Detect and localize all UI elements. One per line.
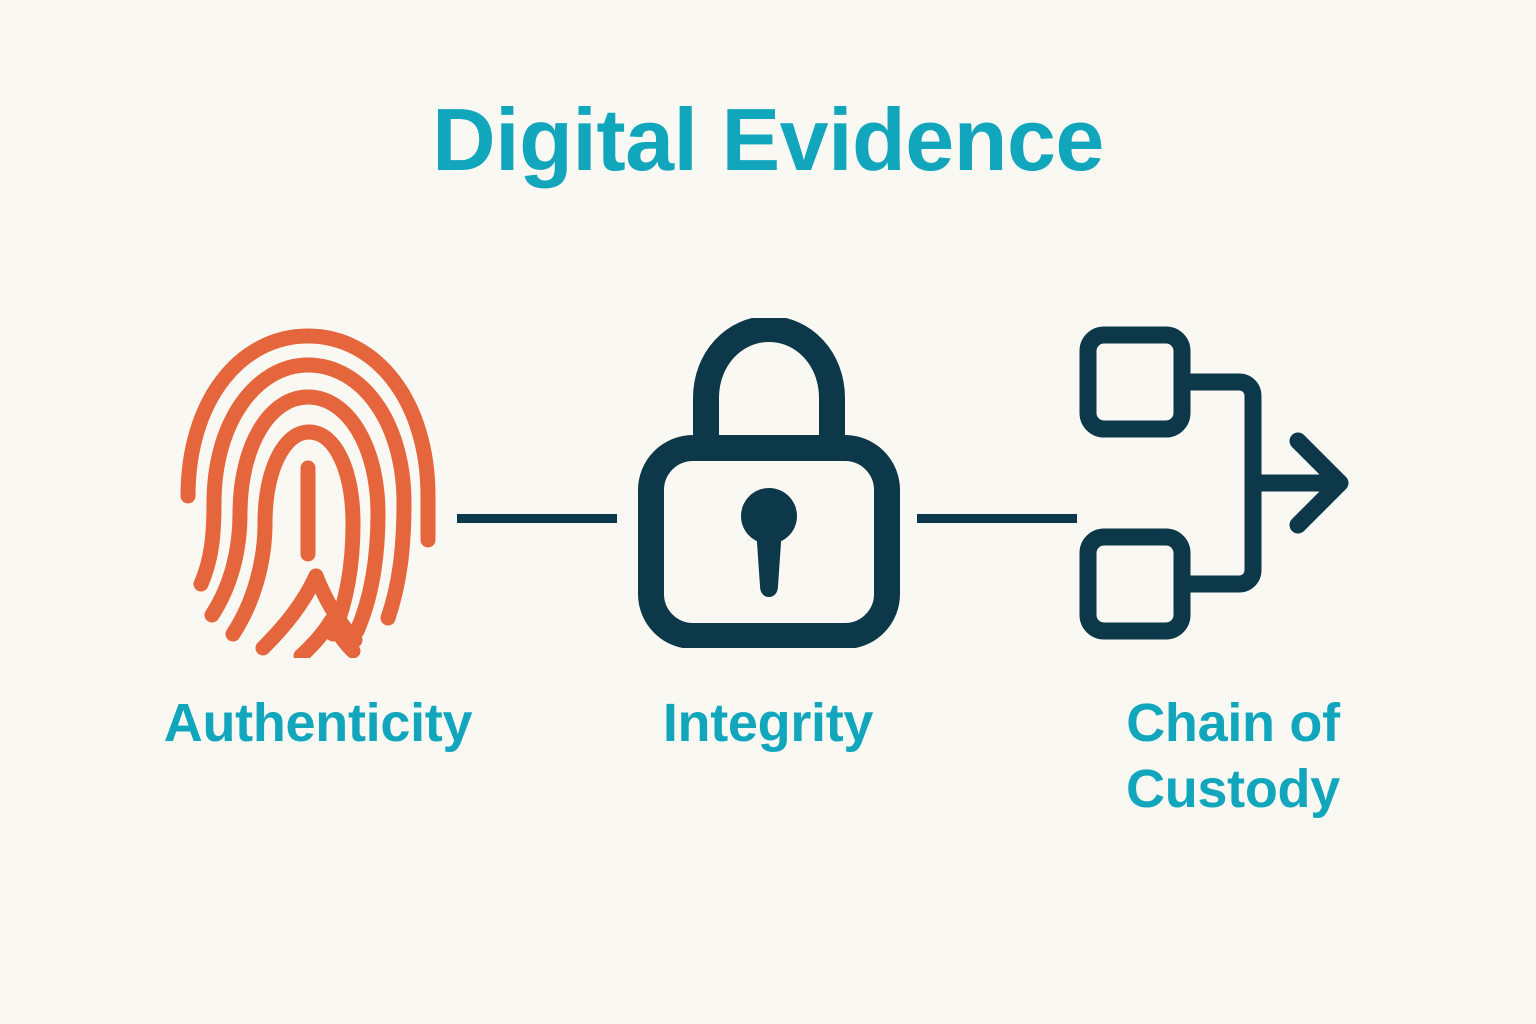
keyhole-shape [741, 488, 797, 597]
flowchart-arrow-icon [1079, 326, 1349, 640]
node-bottom [1079, 528, 1191, 640]
fingerprint-icon-wrap [173, 318, 443, 664]
pillar-label-chain-line2: Custody [1126, 759, 1340, 819]
pillar-integrity: Integrity [618, 315, 918, 753]
pillar-label-authenticity: Authenticity [163, 693, 473, 753]
pillar-label-chain-of-custody: Chain of Custody [1068, 690, 1398, 822]
connector-authenticity-to-integrity [457, 514, 617, 523]
pillars-row: Authenticity Integrity [118, 315, 1418, 819]
fingerprint-icon [180, 328, 436, 664]
pillar-authenticity: Authenticity [118, 318, 518, 753]
node-top [1079, 326, 1191, 438]
padlock-icon [638, 315, 900, 649]
padlock-icon-wrap [638, 315, 900, 653]
pillar-label-chain-line1: Chain of [1126, 693, 1340, 753]
connector-integrity-to-chain [917, 514, 1077, 523]
flowchart-arrow-icon-wrap [1076, 318, 1356, 653]
pillar-chain-of-custody: Chain of Custody [1068, 318, 1398, 819]
pillar-label-integrity: Integrity [662, 693, 874, 753]
page-title: Digital Evidence [432, 90, 1104, 189]
link-bottom [1173, 474, 1262, 593]
link-top [1173, 373, 1262, 492]
arrow-head [1289, 432, 1349, 534]
